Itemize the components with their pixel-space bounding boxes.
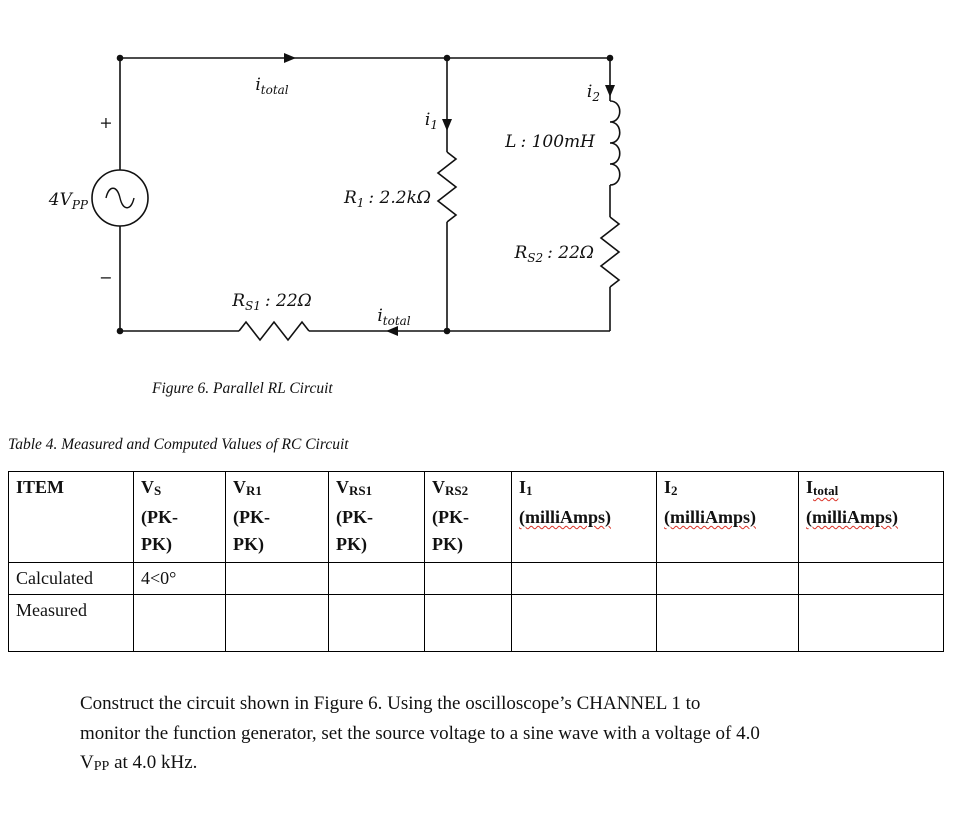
- table-caption: Table 4. Measured and Computed Values of…: [8, 436, 349, 453]
- arrow-right-icon: [284, 53, 296, 63]
- cell-measured-vs[interactable]: [133, 594, 226, 652]
- vpp-symbol: V: [80, 752, 94, 773]
- inductor-l-coil: [609, 100, 621, 186]
- row-label-calculated: Calculated: [8, 562, 134, 595]
- cell-measured-vr1[interactable]: [225, 594, 329, 652]
- col-header-i1: I1 (milliAmps): [511, 471, 657, 563]
- cell-calculated-vr1[interactable]: [225, 562, 329, 595]
- instruction-text-1: Construct the circuit shown in Figure 6.…: [80, 693, 760, 744]
- label-i2: i2: [587, 82, 600, 104]
- arrow-down-icon: [442, 119, 452, 131]
- label-r1: R1: 2.2kΩ: [343, 188, 431, 210]
- source-plus-sign: +: [99, 113, 112, 132]
- cell-calculated-i2[interactable]: [656, 562, 799, 595]
- resistor-rs2-zigzag: [599, 216, 621, 288]
- measurements-table: ITEM VS (PK- PK) VR1 (PK- PK) VRS1 (PK- …: [8, 471, 944, 652]
- label-inductor: L: 100mH: [504, 132, 596, 152]
- cell-calculated-i1[interactable]: [511, 562, 657, 595]
- col-header-itotal: Itotal (milliAmps): [798, 471, 944, 563]
- instruction-text-2: at 4.0 kHz.: [109, 752, 198, 773]
- cell-calculated-vs[interactable]: 4<0°: [133, 562, 226, 595]
- cell-calculated-vrs2[interactable]: [424, 562, 512, 595]
- resistor-rs1-zigzag: [238, 320, 310, 342]
- label-i1: i1: [425, 110, 438, 132]
- figure-caption: Figure 6. Parallel RL Circuit: [152, 380, 333, 397]
- table-row-calculated: Calculated 4<0°: [8, 562, 944, 595]
- cell-measured-i2[interactable]: [656, 594, 799, 652]
- arrow-down-icon: [605, 85, 615, 97]
- node-dot: [443, 327, 451, 335]
- label-rs2: RS2: 22Ω: [513, 243, 594, 265]
- node-dot: [116, 327, 124, 335]
- table-header-row: ITEM VS (PK- PK) VR1 (PK- PK) VRS1 (PK- …: [8, 471, 944, 563]
- cell-measured-vrs2[interactable]: [424, 594, 512, 652]
- cell-measured-itotal[interactable]: [798, 594, 944, 652]
- col-header-vrs2: VRS2 (PK- PK): [424, 471, 512, 563]
- vpp-subscript: PP: [93, 759, 110, 774]
- node-dot: [116, 54, 124, 62]
- col-header-item: ITEM: [8, 471, 134, 563]
- sine-wave-icon: [105, 187, 135, 209]
- source-minus-sign: −: [99, 268, 112, 287]
- label-i-total-bottom: itotal: [377, 306, 410, 328]
- cell-calculated-vrs1[interactable]: [328, 562, 425, 595]
- cell-calculated-itotal[interactable]: [798, 562, 944, 595]
- parallel-rl-circuit-diagram: + − 4VPP itotal i1 i2 R1: 2.2kΩ L: 100mH…: [48, 53, 621, 342]
- cell-measured-vrs1[interactable]: [328, 594, 425, 652]
- table-row-measured: Measured: [8, 594, 944, 652]
- row-label-measured: Measured: [8, 594, 134, 652]
- instruction-paragraph: Construct the circuit shown in Figure 6.…: [80, 689, 960, 782]
- label-i-total-top: itotal: [255, 75, 288, 97]
- cell-measured-i1[interactable]: [511, 594, 657, 652]
- resistor-r1-zigzag: [436, 151, 458, 223]
- col-header-vr1: VR1 (PK- PK): [225, 471, 329, 563]
- arrow-left-icon: [386, 326, 398, 336]
- label-rs1: RS1: 22Ω: [231, 291, 312, 313]
- col-header-vs: VS (PK- PK): [133, 471, 226, 563]
- col-header-i2: I2 (milliAmps): [656, 471, 799, 563]
- label-source-voltage: 4VPP: [48, 190, 89, 212]
- node-dot: [606, 54, 614, 62]
- col-header-vrs1: VRS1 (PK- PK): [328, 471, 425, 563]
- node-dot: [443, 54, 451, 62]
